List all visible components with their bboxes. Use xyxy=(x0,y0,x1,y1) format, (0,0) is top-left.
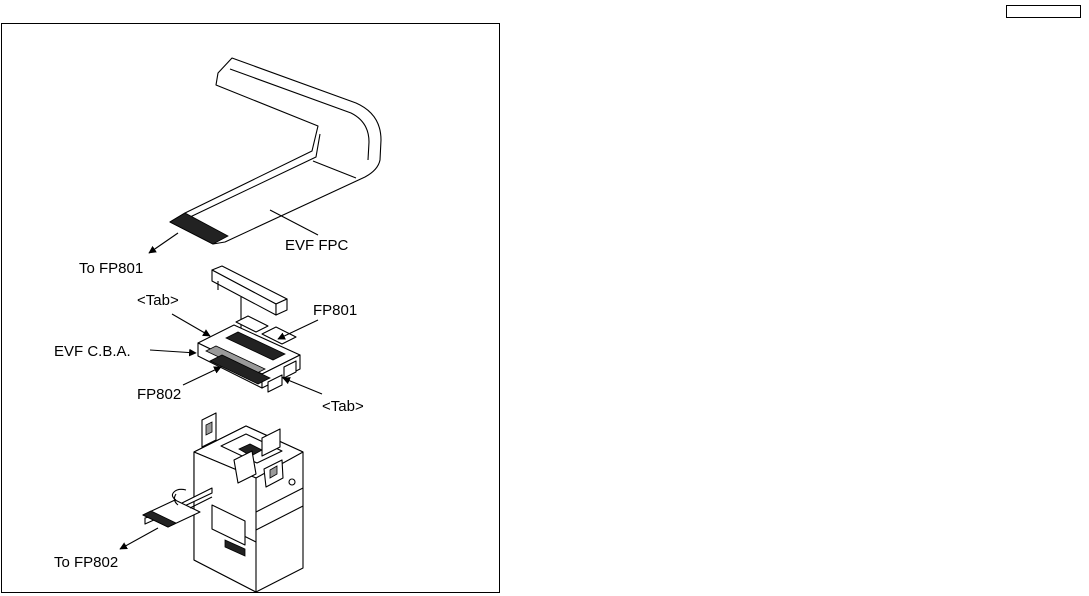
connector-cover xyxy=(211,265,288,316)
diagram-frame xyxy=(1,23,500,593)
tab-top-label: <Tab> xyxy=(137,292,179,309)
evf-cba-arrow xyxy=(149,348,197,357)
fp802-arrow xyxy=(182,366,222,386)
tab-bottom-label: <Tab> xyxy=(322,398,364,415)
evf-cba-board xyxy=(197,315,301,393)
to-fp801-label: To FP801 xyxy=(79,260,143,277)
evf-fpc-leader xyxy=(269,209,319,236)
to-fp802-arrow xyxy=(119,527,159,550)
fp802-label: FP802 xyxy=(137,386,181,403)
fp801-arrow xyxy=(277,319,319,340)
evf-fpc-label: EVF FPC xyxy=(285,237,349,254)
tab-top-arrow xyxy=(171,313,211,337)
fp801-label: FP801 xyxy=(313,302,357,319)
evf-fpc-cable xyxy=(169,57,382,245)
to-fp801-arrow xyxy=(148,232,179,254)
ribbon-cable xyxy=(142,487,213,528)
tab-bottom-arrow xyxy=(282,377,323,395)
evf-housing xyxy=(193,412,304,593)
to-fp802-label: To FP802 xyxy=(54,554,118,571)
page-number-box xyxy=(1006,5,1081,18)
evf-cba-label: EVF C.B.A. xyxy=(54,343,131,360)
